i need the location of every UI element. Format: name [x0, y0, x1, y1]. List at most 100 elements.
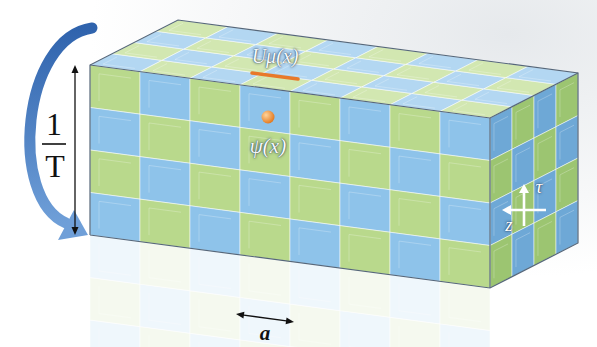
spacing-arrow	[240, 315, 290, 322]
cube-edge	[199, 257, 231, 293]
cube-edge	[399, 114, 431, 141]
lattice-cell	[140, 157, 190, 206]
cube-edge	[299, 185, 331, 212]
lattice-cell	[490, 234, 512, 288]
cube-edge	[349, 319, 381, 347]
block-outline	[489, 118, 490, 288]
lattice-block	[90, 20, 578, 288]
lattice-cell	[140, 199, 190, 248]
lattice-cell	[390, 190, 440, 239]
arrowhead	[286, 317, 294, 324]
lattice-cell	[190, 78, 240, 127]
label: z	[505, 215, 512, 234]
arrowhead	[502, 205, 511, 215]
cube-edge	[299, 228, 331, 255]
cube-edge	[99, 286, 131, 322]
lattice-cell	[190, 163, 240, 212]
cube-edge	[299, 270, 331, 306]
lattice-cell	[340, 183, 390, 232]
cube-edge	[303, 83, 335, 94]
lattice-cell	[390, 232, 440, 281]
cube-edge	[449, 333, 481, 347]
cube-edge	[375, 79, 407, 90]
cube-edge	[219, 30, 251, 41]
arrowhead	[236, 312, 244, 319]
label: Uμ(x)	[252, 46, 299, 66]
lattice-cell	[440, 154, 490, 203]
periodicity-arrow	[30, 28, 92, 223]
lattice-cell	[240, 170, 290, 219]
cube-edge	[399, 156, 431, 183]
cube-edge	[153, 64, 185, 75]
cube-edge	[399, 199, 431, 226]
cube-edge	[516, 105, 530, 139]
cube-edge	[349, 149, 381, 176]
cube-edge	[249, 264, 281, 300]
cube-edge	[319, 43, 351, 54]
cube-edge	[560, 210, 574, 244]
cube-edge	[199, 172, 231, 199]
lattice-cell	[290, 219, 340, 268]
cube-edge	[297, 54, 329, 65]
label: a	[260, 323, 271, 344]
cube-edge	[149, 335, 181, 347]
cube-edge	[149, 80, 181, 107]
lattice-cell	[90, 150, 140, 199]
cube-edge	[103, 57, 135, 68]
lattice-cell	[390, 147, 440, 196]
lattice-cell	[190, 121, 240, 170]
cube-edge	[199, 130, 231, 157]
lattice-cell	[90, 193, 140, 242]
arrowhead	[72, 227, 79, 235]
cube-edge	[299, 313, 331, 347]
cube-edge	[519, 70, 551, 81]
lattice-cell	[340, 226, 390, 275]
extent-arrow	[74, 69, 75, 231]
lattice-cell	[90, 65, 140, 114]
cube-edge	[149, 123, 181, 150]
cube-edge	[349, 107, 381, 134]
cube-edge	[199, 342, 231, 347]
cube-edge	[516, 148, 530, 182]
cube-edge	[449, 290, 481, 326]
cube-edge	[475, 92, 507, 103]
cube-edge	[149, 165, 181, 192]
cube-edge	[447, 74, 479, 85]
cube-edge	[169, 23, 201, 34]
cube-edge	[449, 248, 481, 275]
lattice-cell	[240, 85, 290, 134]
cube-edge	[99, 201, 131, 228]
cube-edge	[369, 50, 401, 61]
cube-edge	[425, 85, 457, 96]
cube-edge	[538, 136, 552, 170]
label: 1	[46, 108, 62, 140]
cube-edge	[149, 250, 181, 286]
cube-edge	[399, 284, 431, 320]
lattice-cell	[140, 72, 190, 121]
cube-edge	[349, 277, 381, 313]
lattice-site	[262, 111, 275, 124]
cube-edge	[560, 168, 574, 202]
cube-edge	[99, 116, 131, 143]
cube-edge	[494, 244, 508, 278]
cube-edge	[453, 103, 485, 114]
cube-edge	[397, 68, 429, 79]
cube-edge	[249, 179, 281, 206]
cube-edge	[299, 143, 331, 170]
label: ψ(x)	[250, 136, 286, 157]
cube-edge	[249, 221, 281, 248]
cube-edge	[149, 293, 181, 329]
lattice-cell	[140, 114, 190, 163]
cube-edge	[125, 46, 157, 57]
lattice-cell	[190, 206, 240, 255]
lattice-cell	[290, 92, 340, 141]
cube-edge	[349, 234, 381, 261]
cube-edge	[99, 329, 131, 347]
cube-edge	[175, 52, 207, 63]
axis-arrow	[511, 209, 546, 212]
lattice-cell	[340, 98, 390, 147]
cube-edge	[147, 34, 179, 45]
lattice-cell	[90, 108, 140, 157]
cube-edge	[199, 87, 231, 114]
